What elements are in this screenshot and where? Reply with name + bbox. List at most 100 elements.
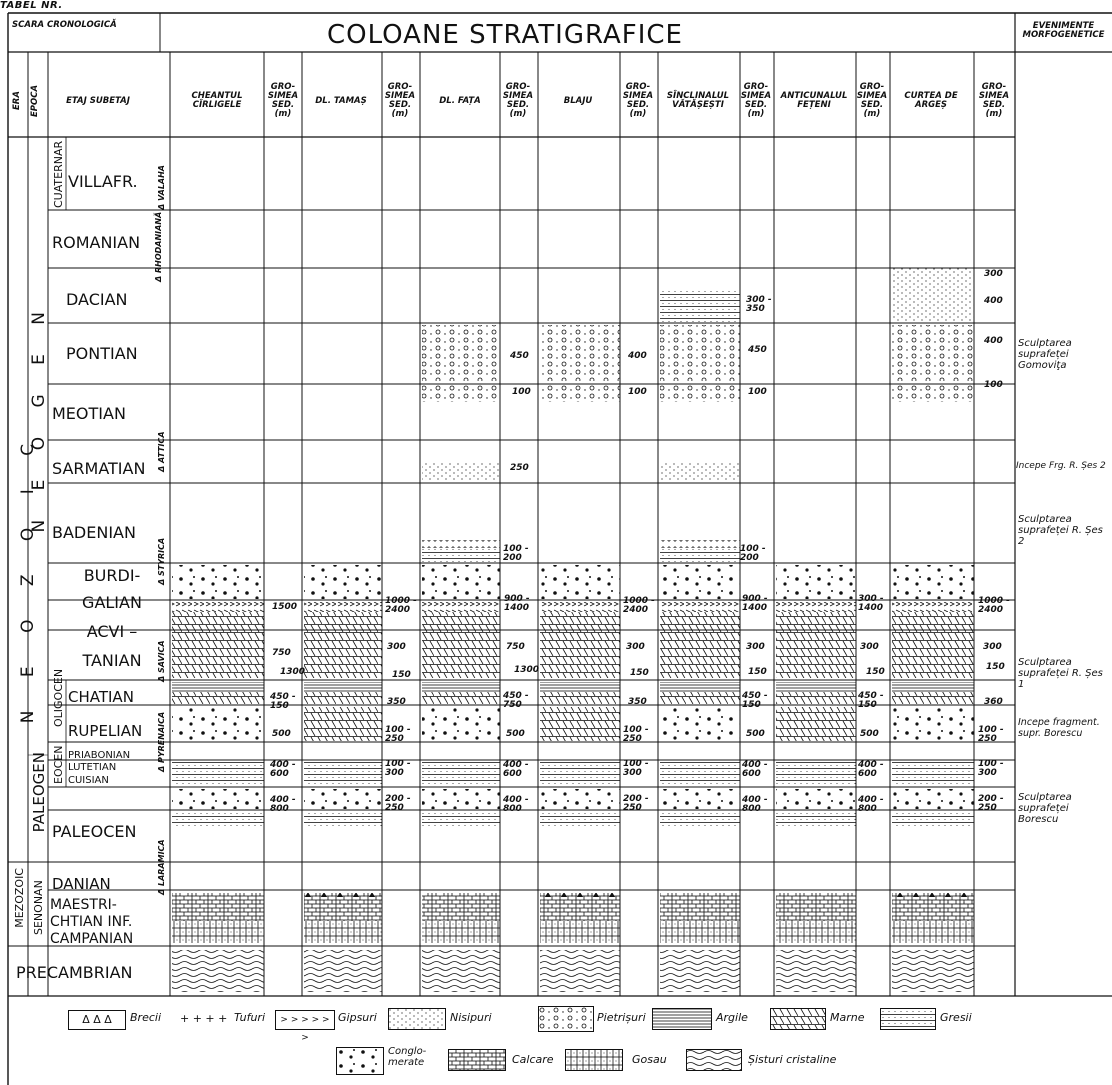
thickness-value: 400 - 800 xyxy=(503,795,529,814)
thickness-value: 350 xyxy=(387,697,406,707)
thickness-value: 300 xyxy=(984,269,1003,279)
thickness-value: 300 xyxy=(626,642,645,652)
thickness-value: 500 xyxy=(860,729,879,739)
stage-maestrichtian-1: MAESTRI- xyxy=(50,897,117,913)
thickness-value: 100 - 200 xyxy=(740,544,766,563)
thickness-value: 900 - 1400 xyxy=(742,594,768,613)
thickness-value: 450 xyxy=(510,351,529,361)
phase-rhodaniana: Δ RHODANIANĂ xyxy=(154,211,163,282)
etaj-header: ETAJ SUBETAJ xyxy=(66,95,130,106)
legend-swatch-tufuri: + + + + xyxy=(180,1012,228,1025)
thickness-value: 450 xyxy=(748,345,767,355)
phase-savica: Δ SAVICA xyxy=(157,640,166,682)
thickness-value: 900 - 1400 xyxy=(504,594,530,613)
stage-meotian: MEOTIAN xyxy=(52,404,126,423)
evenimente-header: EVENIMENTE MORFOGENETICE xyxy=(1022,21,1105,40)
thickness-value: 400 - 600 xyxy=(503,760,529,779)
stage-villafr: VILLAFR. xyxy=(68,172,138,191)
epoch-neogen: N E O G E N xyxy=(29,300,49,533)
thickness-value: 100 xyxy=(748,387,767,397)
thickness-value: 1500 xyxy=(272,602,298,612)
legend-swatch-sisturi xyxy=(686,1049,742,1071)
locality-header-4: BLAJU xyxy=(563,95,593,106)
locality-header-6: ANTICUNALUL FEȚENI xyxy=(780,91,848,110)
thickness-header-7: GRO- SIMEA SED. (m) xyxy=(978,82,1010,119)
event-incepe-borescu: Incepe fragment. supr. Borescu xyxy=(1018,717,1100,739)
thickness-value: 300 xyxy=(860,642,879,652)
cuaternar-label: CUATERNAR xyxy=(52,140,65,208)
thickness-value: 500 xyxy=(506,729,525,739)
thickness-value: 350 xyxy=(628,697,647,707)
event-gomovita: Sculptarea suprafeței Gomoviţa xyxy=(1018,338,1072,371)
thickness-value: 100 - 250 xyxy=(385,725,411,744)
thickness-value: 400 xyxy=(984,336,1003,346)
legend-swatch-argile xyxy=(652,1008,712,1030)
thickness-value: 100 - 300 xyxy=(385,759,411,778)
legend-swatch-gresii xyxy=(880,1008,936,1030)
stage-rupelian: RUPELIAN xyxy=(68,722,143,740)
table-number-label: TABEL NR. xyxy=(0,0,63,11)
thickness-header-1: GRO- SIMEA SED. (m) xyxy=(267,82,299,119)
legend-label-calcare: Calcare xyxy=(512,1053,554,1066)
era-header: ERA xyxy=(12,91,22,111)
stage-paleocen: PALEOCEN xyxy=(52,822,137,841)
legend-label-pietrisuri: Pietrișuri xyxy=(597,1011,646,1024)
thickness-value: 100 - 300 xyxy=(623,759,649,778)
legend-label-argile: Argile xyxy=(716,1011,748,1024)
stage-campanian: CAMPANIAN xyxy=(50,931,134,947)
legend-swatch-gipsuri: > > > > > > xyxy=(275,1010,335,1043)
legend-swatch-conglomerate xyxy=(336,1047,384,1075)
stage-cuisian: CUISIAN xyxy=(68,775,109,786)
thickness-value: 150 xyxy=(630,668,649,678)
thickness-header-2: GRO- SIMEA SED. (m) xyxy=(384,82,416,119)
legend-swatch-gosau xyxy=(565,1049,623,1071)
stage-acvitanian-2: TANIAN xyxy=(82,651,142,670)
thickness-value: 200 - 250 xyxy=(623,794,649,813)
thickness-value: 100 - 200 xyxy=(503,544,529,563)
thickness-value: 150 xyxy=(866,667,885,677)
stage-burdigalian-2: GALIAN xyxy=(82,593,142,612)
thickness-value: 300 - 1400 xyxy=(858,594,884,613)
thickness-value: 400 - 600 xyxy=(858,760,884,779)
scara-cronologica-header: SCARA CRONOLOGICĂ xyxy=(12,20,117,30)
thickness-value: 100 - 250 xyxy=(623,725,649,744)
locality-header-2: DL. TAMAȘ xyxy=(315,95,367,106)
legend-swatch-brecii: Δ Δ Δ xyxy=(68,1010,126,1030)
stage-romanian: ROMANIAN xyxy=(52,233,141,252)
phase-attica: Δ ATTICA xyxy=(157,431,166,472)
thickness-header-5: GRO- SIMEA SED. (m) xyxy=(740,82,772,119)
event-ses1: Sculptarea suprafeței R. Șes 1 xyxy=(1018,657,1103,690)
senonan-label: SENONAN xyxy=(32,880,45,936)
event-borescu: Sculptarea suprafeței Borescu xyxy=(1018,792,1072,825)
era-neozoic: N E O Z O I C xyxy=(18,430,38,724)
stage-danian: DANIAN xyxy=(52,875,111,893)
thickness-value: 150 xyxy=(986,662,1005,672)
thickness-value: 100 - 300 xyxy=(978,759,1004,778)
thickness-value: 450 - 150 xyxy=(742,691,768,710)
page-title: COLOANE STRATIGRAFICE xyxy=(327,20,683,50)
legend-label-gipsuri: Gipsuri xyxy=(338,1011,377,1024)
thickness-value: 200 - 250 xyxy=(385,794,411,813)
thickness-value: 300 xyxy=(983,642,1002,652)
thickness-value: 450 - 750 xyxy=(503,691,529,710)
thickness-value: 250 xyxy=(510,463,529,473)
stage-precambrian: PRECAMBRIAN xyxy=(16,963,133,982)
thickness-value: 100 xyxy=(984,380,1003,390)
legend-swatch-marne xyxy=(770,1008,826,1030)
thickness-value: 500 xyxy=(746,729,765,739)
stage-lutetian: LUTETIAN xyxy=(68,762,117,773)
thickness-value: 500 xyxy=(272,729,291,739)
locality-header-5: SÎNCLINALUL VĂTĂȘEȘTI xyxy=(666,91,730,110)
stage-acvitanian-1: ACVI – xyxy=(86,622,138,641)
thickness-value: 400 xyxy=(628,351,647,361)
legend-label-gresii: Gresii xyxy=(940,1011,972,1024)
thickness-value: 400 - 600 xyxy=(742,760,768,779)
phase-laramica: Δ LARAMICA xyxy=(157,839,166,895)
thickness-value: 200 - 250 xyxy=(978,794,1004,813)
thickness-value: 450 - 150 xyxy=(858,691,884,710)
thickness-value: 150 xyxy=(392,670,411,680)
legend-swatch-calcare xyxy=(448,1049,506,1071)
thickness-value: 1000 - 2400 xyxy=(978,596,1010,615)
thickness-value: 100 - 250 xyxy=(978,725,1004,744)
